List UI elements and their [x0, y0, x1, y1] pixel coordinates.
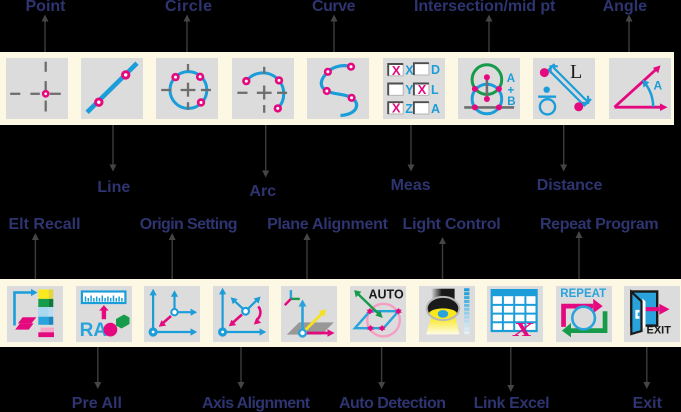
svg-text:EXIT: EXIT — [647, 325, 672, 337]
svg-text:X: X — [391, 63, 400, 78]
svg-text:RA: RA — [79, 320, 107, 341]
svg-text:X: X — [405, 64, 414, 78]
svg-text:AUTO: AUTO — [368, 288, 403, 302]
svg-text:L: L — [431, 83, 439, 97]
svg-text:Z: Z — [405, 102, 413, 116]
svg-text:A: A — [507, 73, 515, 85]
svg-text:Y: Y — [405, 83, 414, 97]
svg-text:X: X — [512, 318, 534, 341]
svg-text:D: D — [431, 63, 440, 77]
svg-text:A: A — [653, 79, 662, 93]
svg-text:L: L — [570, 61, 582, 83]
svg-text:A: A — [431, 102, 440, 116]
svg-text:X: X — [417, 82, 426, 97]
svg-text:X: X — [391, 101, 400, 116]
svg-text:B: B — [507, 96, 515, 108]
svg-text:REPEAT: REPEAT — [560, 288, 606, 300]
svg-text:+: + — [507, 85, 514, 97]
